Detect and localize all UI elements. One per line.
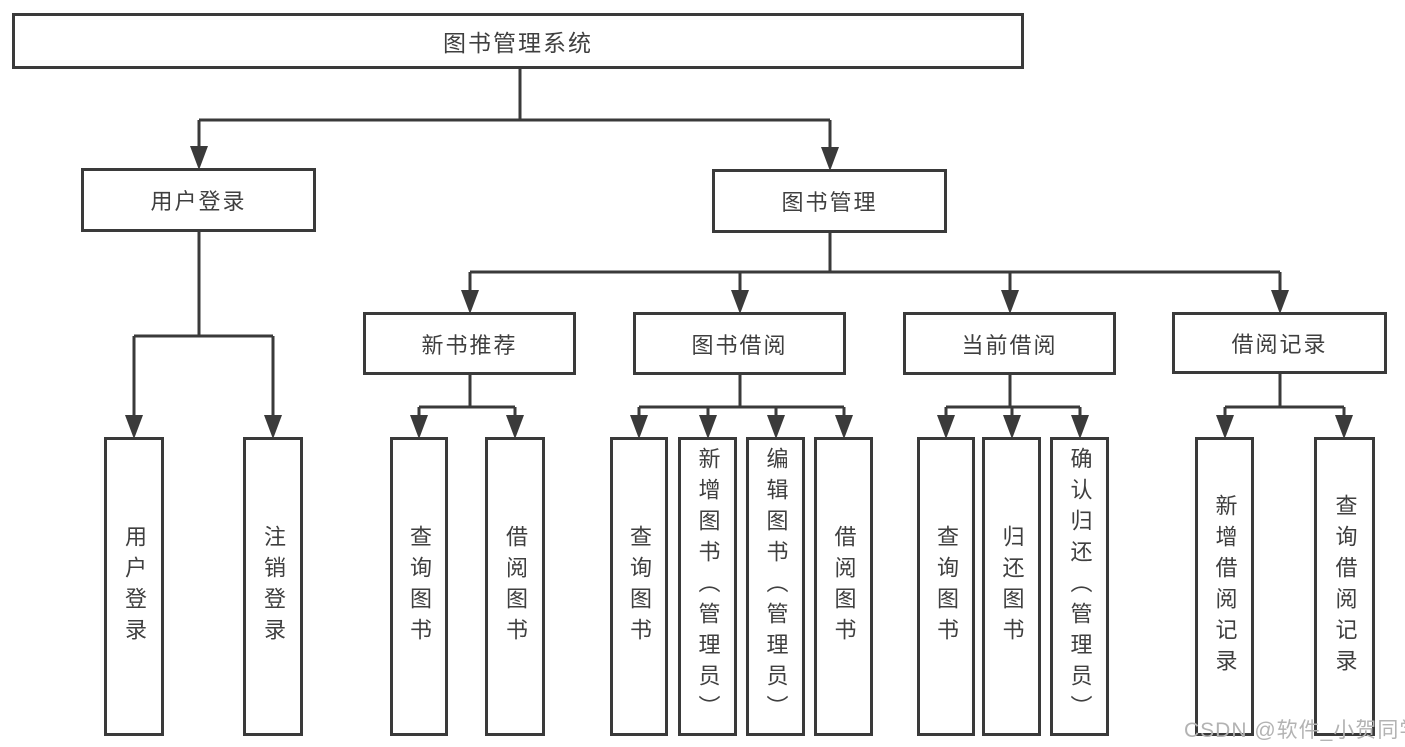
node-book-borrowing: 图书借阅 (633, 312, 846, 375)
leaf-recommend-borrow-books: 借阅图书 (485, 437, 545, 736)
leaf-user-login: 用户登录 (104, 437, 164, 736)
leaf-current-return-books: 归还图书 (982, 437, 1041, 736)
leaf-logout: 注销登录 (243, 437, 303, 736)
leaf-borrowing-edit-books-admin: 编辑图书（管理员） (746, 437, 805, 736)
node-borrowing-records: 借阅记录 (1172, 312, 1387, 374)
leaf-recommend-query-books: 查询图书 (390, 437, 448, 736)
node-user-login: 用户登录 (81, 168, 316, 232)
leaf-records-query-record: 查询借阅记录 (1314, 437, 1375, 736)
leaf-borrowing-add-books-admin: 新增图书（管理员） (678, 437, 737, 736)
node-library-management-system: 图书管理系统 (12, 13, 1024, 69)
leaf-current-confirm-return-admin: 确认归还（管理员） (1050, 437, 1109, 736)
node-new-book-recommend: 新书推荐 (363, 312, 576, 375)
node-book-management: 图书管理 (712, 169, 947, 233)
leaf-records-add-record: 新增借阅记录 (1195, 437, 1254, 736)
node-current-borrowing: 当前借阅 (903, 312, 1116, 375)
csdn-watermark: CSDN @软件_小贺同学 (1184, 719, 1405, 742)
leaf-current-query-books: 查询图书 (917, 437, 975, 736)
leaf-borrowing-query-books: 查询图书 (610, 437, 668, 736)
leaf-borrowing-borrow-books: 借阅图书 (814, 437, 873, 736)
